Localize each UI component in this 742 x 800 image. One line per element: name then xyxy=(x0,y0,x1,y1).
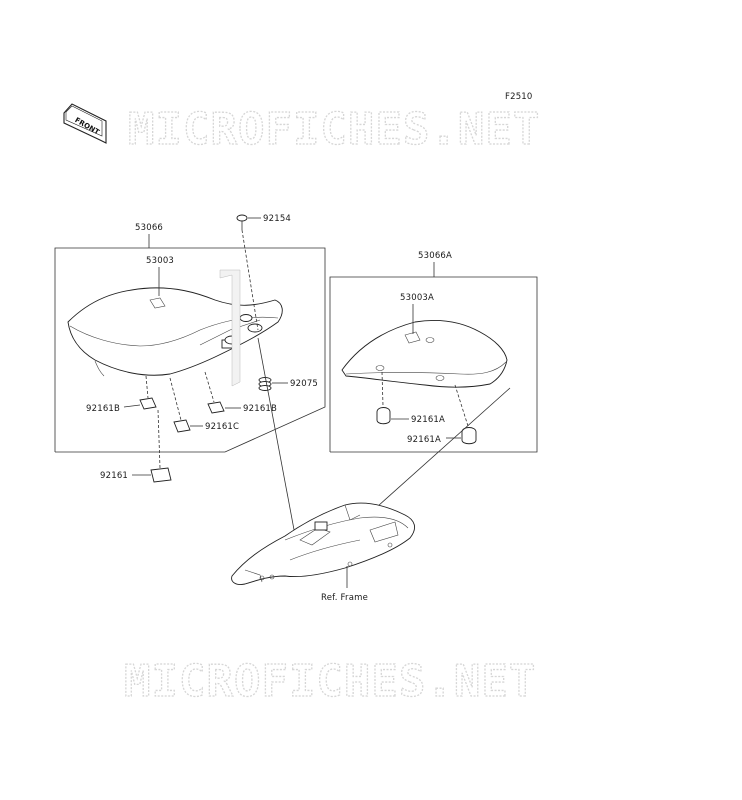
damper-92161b-left xyxy=(139,375,157,410)
label-92154: 92154 xyxy=(263,214,291,224)
label-92075: 92075 xyxy=(290,379,318,389)
label-ref-frame: Ref. Frame xyxy=(321,593,368,603)
label-92161a-upper: 92161A xyxy=(411,415,445,425)
watermark-top: MICROFICHES.NET xyxy=(128,104,540,155)
front-arrow-icon: FRONT xyxy=(63,103,107,144)
front-seat-assembly-box xyxy=(54,247,326,453)
rear-seat xyxy=(341,320,508,388)
watermark-bottom: MICROFICHES.NET xyxy=(124,656,536,707)
damper-92161a-lower xyxy=(454,384,477,445)
damper-92161 xyxy=(150,409,172,483)
label-53003: 53003 xyxy=(146,256,174,266)
label-53066a: 53066A xyxy=(418,251,452,261)
bolt-92154 xyxy=(236,214,248,230)
label-92161: 92161 xyxy=(100,471,128,481)
rear-seat-to-frame-line xyxy=(377,387,511,507)
diagram-code: F2510 xyxy=(505,92,533,102)
damper-92161a-upper xyxy=(376,371,391,425)
label-53003a: 53003A xyxy=(400,293,434,303)
frame xyxy=(231,502,416,585)
damper-92161c xyxy=(169,377,191,433)
damper-92161b-right xyxy=(204,371,225,414)
label-92161a-lower: 92161A xyxy=(407,435,441,445)
front-seat xyxy=(67,287,283,377)
spring-92075 xyxy=(258,377,272,391)
front-seat-latch-guide xyxy=(219,269,241,387)
front-seat-to-frame-line xyxy=(257,337,296,536)
label-53066: 53066 xyxy=(135,223,163,233)
rear-seat-assembly-box xyxy=(329,276,538,453)
label-92161b-right: 92161B xyxy=(243,404,277,414)
label-92161c: 92161C xyxy=(205,422,239,432)
label-92161b-left: 92161B xyxy=(86,404,120,414)
